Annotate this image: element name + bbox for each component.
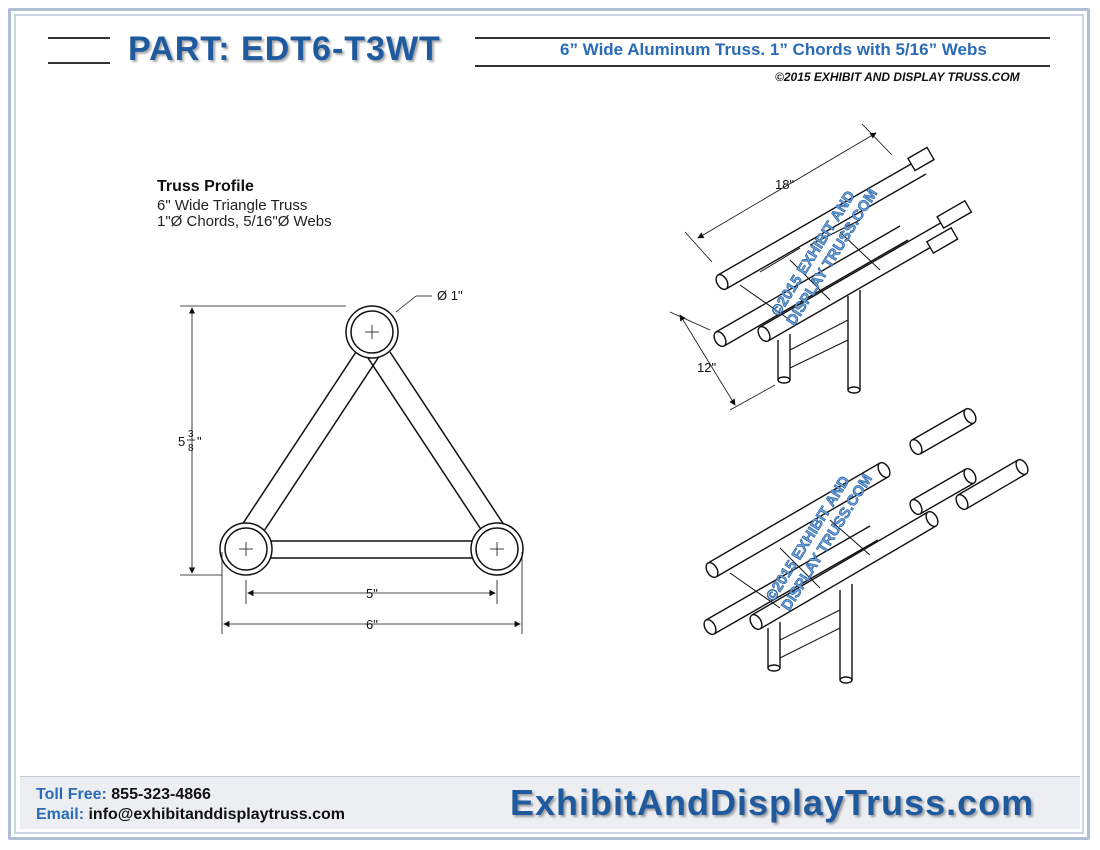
iso-bottom-chord-right [757, 199, 973, 343]
connector-spigot-1 [909, 407, 977, 456]
header-rule-left-top [48, 37, 110, 39]
email-line: Email: info@exhibitanddisplaytruss.com [36, 806, 345, 824]
profile-web-left [235, 351, 383, 535]
connector-spigot-3 [955, 458, 1029, 511]
header-rule-right-bottom [475, 65, 1050, 67]
length-dimension-label: 18" [775, 177, 794, 192]
inner-frame [14, 14, 1084, 834]
header-rule-right-top [475, 37, 1050, 39]
watermark-bottom: ©2015 EXHIBIT AND DISPLAY TRUSS.COM [763, 471, 877, 614]
copyright-notice: ©2015 EXHIBIT AND DISPLAY TRUSS.COM [775, 70, 1020, 84]
website-link[interactable]: ExhibitAndDisplayTruss.com [510, 782, 1035, 823]
outer-width-label: 6" [366, 617, 378, 632]
connector-spigot-2 [909, 467, 977, 516]
toll-free-label: Toll Free: [36, 786, 107, 803]
part-title: PART: EDT6-T3WT [128, 30, 441, 68]
exploded-bottom-chord-right [749, 510, 939, 631]
exploded-top-chord [705, 461, 891, 579]
svg-text:3: 3 [188, 429, 194, 440]
exploded-webs [729, 519, 871, 609]
assembled-t-junction [713, 146, 973, 394]
truss-profile-drawing [219, 305, 524, 576]
toll-free-number[interactable]: 855-323-4866 [111, 786, 211, 803]
watermark-top: ©2015 EXHIBIT AND DISPLAY TRUSS.COM [768, 186, 882, 329]
iso-legs [777, 290, 861, 394]
profile-web-right [363, 351, 511, 535]
profile-web-bottom [268, 540, 474, 559]
svg-text:8: 8 [188, 443, 194, 454]
chord-diameter-label: Ø 1" [437, 288, 463, 303]
svg-text:": " [197, 434, 202, 449]
profile-title: Truss Profile [157, 178, 254, 195]
exploded-legs [767, 584, 853, 684]
header-subtitle: 6” Wide Aluminum Truss. 1” Chords with 5… [560, 40, 987, 59]
svg-text:5: 5 [178, 434, 185, 449]
iso-dimensions [669, 123, 893, 411]
exploded-bottom-chord-left [703, 525, 879, 636]
profile-dimensions [180, 295, 523, 634]
exploded-t-junction [703, 407, 1029, 684]
leg-dimension-label: 12" [697, 360, 716, 375]
profile-description: 6" Wide Triangle Truss [157, 197, 308, 214]
center-marks [239, 325, 504, 556]
profile-specs: 1"Ø Chords, 5/16"Ø Webs [157, 213, 332, 230]
inner-width-label: 5" [366, 586, 378, 601]
email-address[interactable]: info@exhibitanddisplaytruss.com [88, 806, 345, 823]
email-label: Email: [36, 806, 85, 823]
outer-frame [8, 8, 1090, 840]
footer-bar [20, 776, 1080, 829]
height-dimension-label: 5 3 8 " [178, 429, 202, 454]
header-rule-left-bottom [48, 62, 110, 64]
toll-free-line: Toll Free: 855-323-4866 [36, 786, 211, 804]
